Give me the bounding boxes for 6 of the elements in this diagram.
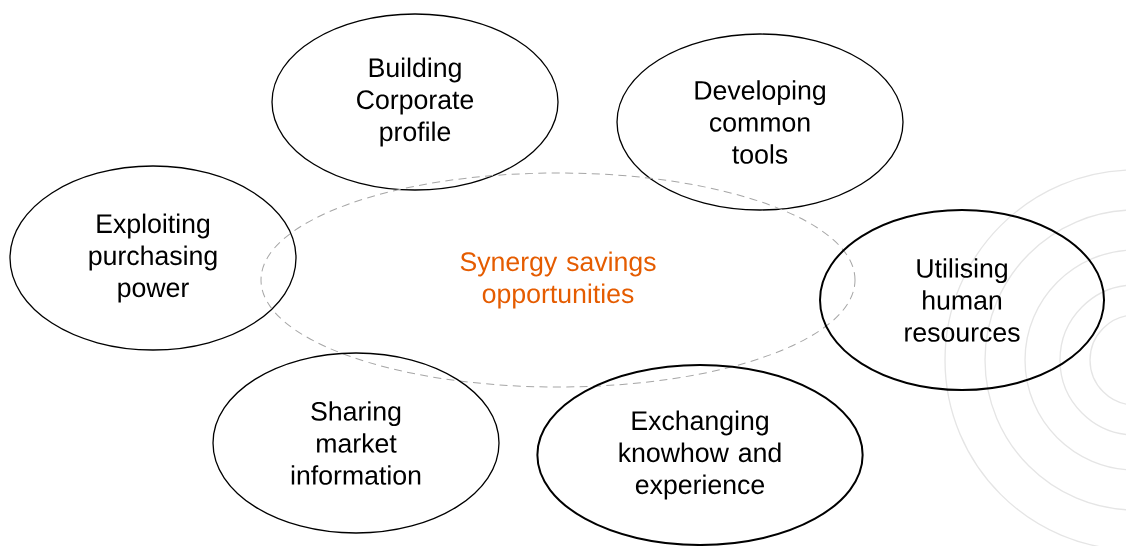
ellipse-node: Building Corporate profile [271,13,559,191]
ellipse-node: Sharing market information [212,352,500,534]
ellipse-node: Exchanging knowhow and experience [536,364,864,546]
ellipse-node: Developing common tools [616,33,904,211]
ellipse-node: Utilising human resources [819,209,1105,391]
ellipse-node: Exploiting purchasing power [9,165,297,351]
